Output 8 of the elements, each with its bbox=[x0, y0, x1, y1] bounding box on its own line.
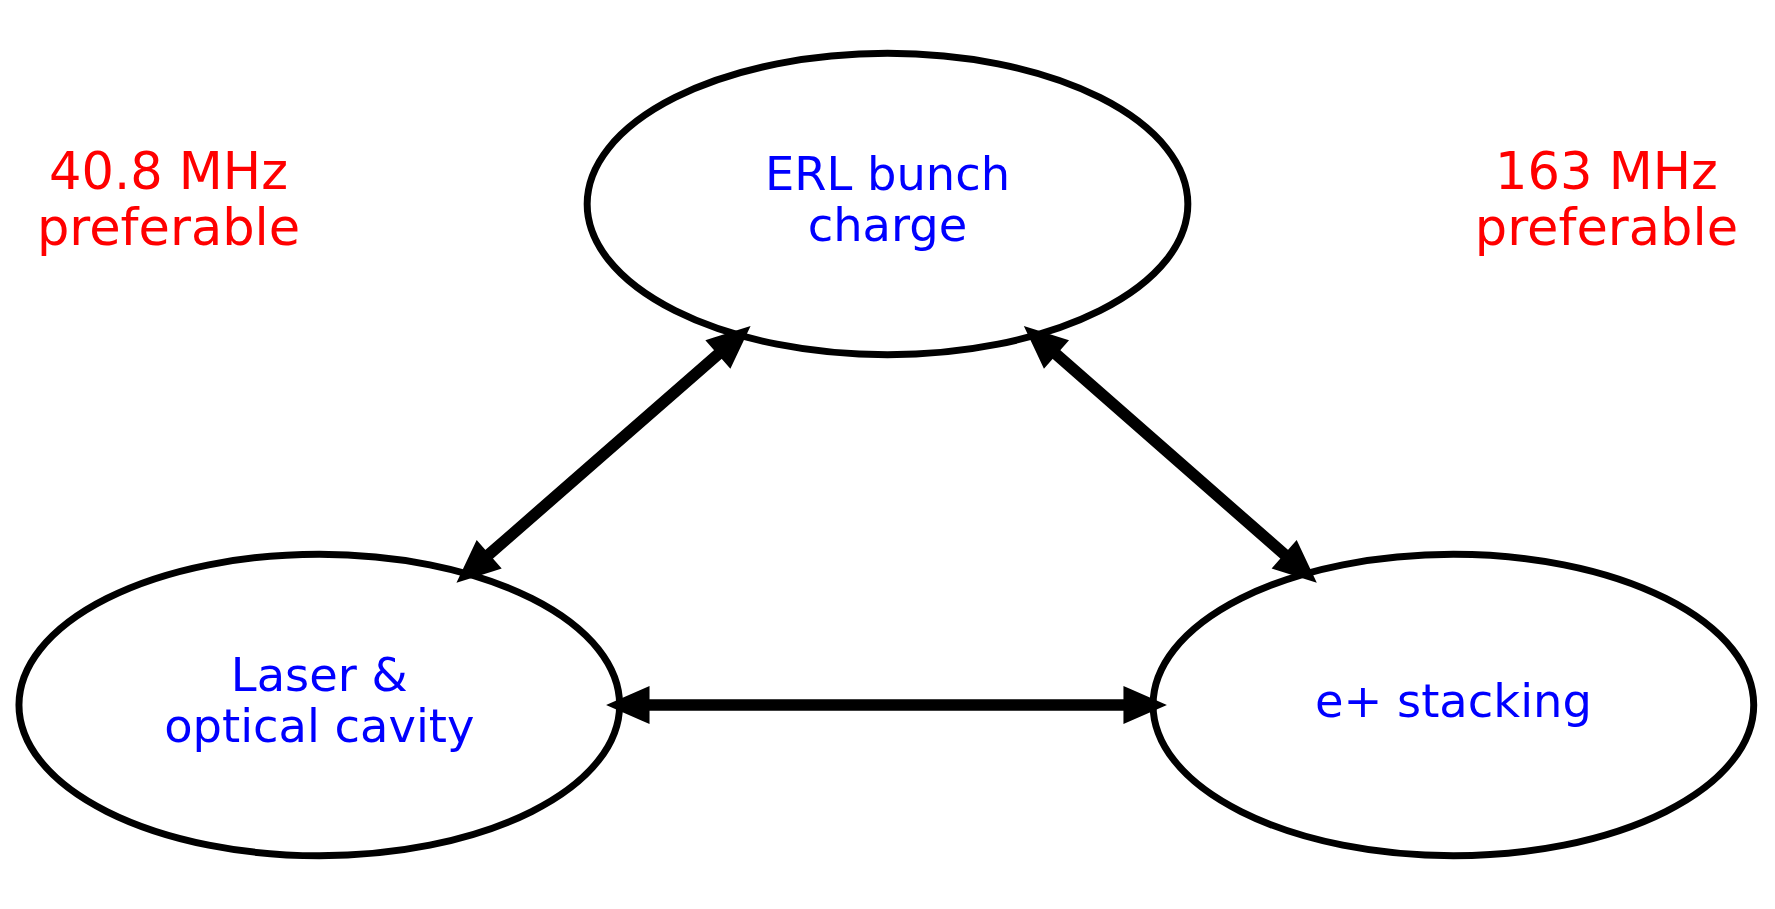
arrow bbox=[1023, 325, 1317, 583]
node-ellipse: e+ stacking bbox=[1149, 550, 1758, 860]
arrow bbox=[606, 685, 1167, 724]
label: 40.8 MHz preferable bbox=[36, 142, 301, 257]
node-ellipse: Laser & optical cavity bbox=[15, 550, 624, 860]
node-ellipse: ERL bunch charge bbox=[583, 49, 1192, 359]
label: 163 MHz preferable bbox=[1474, 142, 1739, 257]
arrow bbox=[456, 325, 751, 583]
